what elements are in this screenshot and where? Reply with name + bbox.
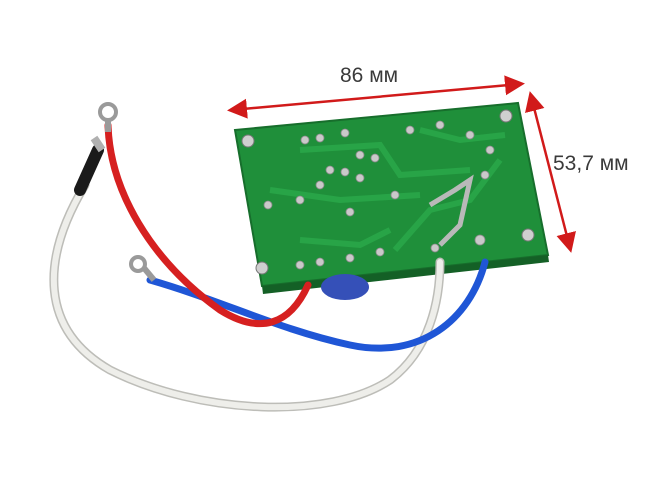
ring-terminals bbox=[90, 102, 157, 282]
red-wire bbox=[104, 121, 312, 328]
width-dimension-arrow bbox=[227, 75, 525, 119]
wires bbox=[49, 121, 489, 412]
mounting-hole bbox=[499, 109, 513, 123]
spade-terminal bbox=[90, 135, 106, 153]
width-dimension-label: 86 мм bbox=[340, 64, 399, 87]
height-dimension-label: 53,7 мм bbox=[553, 152, 629, 175]
mounting-hole bbox=[241, 134, 255, 148]
capacitor bbox=[321, 274, 369, 300]
height-dimension-arrow bbox=[525, 91, 576, 253]
pcb-board bbox=[233, 101, 550, 294]
mounting-hole bbox=[521, 228, 535, 242]
mounting-hole bbox=[255, 261, 269, 275]
black-sleeve bbox=[74, 144, 104, 196]
ring-terminal bbox=[129, 255, 147, 273]
ring-terminal bbox=[98, 102, 118, 122]
